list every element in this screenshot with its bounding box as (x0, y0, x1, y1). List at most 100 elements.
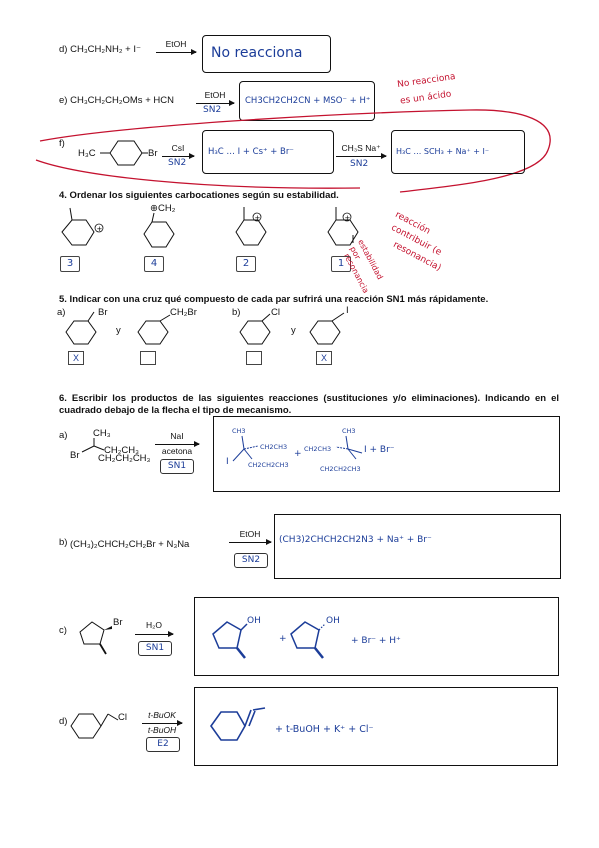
q5-mark-b1[interactable] (246, 351, 262, 365)
q6b-label: b) (59, 537, 68, 548)
q6a-answer-box: CH3 CH2CH3 CH2CH2CH3 I + CH3 CH2CH3 CH2C… (213, 416, 560, 492)
q4-answer-2[interactable]: 4 (144, 256, 164, 272)
reaction-f-second-arrow (336, 153, 387, 159)
q6b-condition: EtOH (239, 529, 261, 539)
q6c-mechanism-box[interactable]: SN1 (138, 641, 172, 656)
q6d-condition-bottom: t-BuOH (147, 725, 177, 735)
q6b-answer-box: (CH3)2CHCH2CH2N3 + Na⁺ + Br⁻ (274, 514, 561, 579)
q5-label-a: a) (57, 307, 66, 318)
q4-answer-3[interactable]: 2 (236, 256, 256, 272)
reaction-e-condition: EtOH (204, 90, 226, 100)
q6c-oh-2: OH (326, 616, 340, 626)
q6d-product (210, 707, 266, 741)
svg-text:+: + (255, 214, 261, 222)
q6a-mechanism-box[interactable]: SN1 (160, 459, 194, 474)
q6a-prod1-r2: CH2CH2CH3 (248, 461, 289, 469)
q5-mark-a2[interactable] (140, 351, 156, 365)
reaction-e-label: e) CH₃CH₂CH₂OMs + HCN (59, 95, 174, 106)
svg-text:+: + (97, 225, 103, 233)
reaction-d-condition: EtOH (165, 39, 187, 49)
q6c-answer-box: OH + OH + Br⁻ + H⁺ (194, 597, 559, 676)
q5-mark-b2[interactable]: X (316, 351, 332, 365)
q5-a2-molecule (137, 314, 171, 345)
q6a-tail: I + Br⁻ (364, 445, 395, 455)
q6d-substrate-cl: Cl (118, 712, 127, 723)
q6c-arrow (135, 631, 174, 637)
q6a-label: a) (59, 430, 68, 441)
reaction-e-answer: CH3CH2CH2CN + MSO⁻ + H⁺ (245, 96, 371, 106)
q6a-prod1-ch3: CH3 (232, 427, 246, 435)
q6a-prod1-i: I (226, 457, 229, 467)
q4-title: 4. Ordenar los siguientes carbocationes … (59, 190, 339, 201)
q5-connector-b: y (291, 325, 296, 336)
reaction-f-answer: H₃C … I + Cs⁺ + Br⁻ (208, 147, 294, 157)
q6b-reactants: (CH₃)₂CHCH₂CH₂Br + N₃Na (70, 539, 190, 550)
q6d-answer-box: + t-BuOH + K⁺ + Cl⁻ (194, 687, 558, 766)
q6d-mechanism-box[interactable]: E2 (146, 737, 180, 752)
q6a-prod2-ch3: CH3 (342, 427, 356, 435)
reaction-e-arrow (196, 100, 235, 106)
reaction-f-second-condition: CH₃S Na⁺ (341, 143, 381, 153)
q6a-skeleton (81, 438, 105, 453)
reaction-f-condition: CsI (171, 143, 185, 153)
q6a-arrow (155, 441, 200, 447)
reaction-d-arrow (156, 49, 197, 55)
q5-mark-a1[interactable]: X (68, 351, 84, 365)
q6c-product-2 (290, 621, 326, 659)
reaction-d-label: d) CH₃CH₂NH₂ + I⁻ (59, 44, 141, 55)
reaction-f-second-mechanism: SN2 (350, 159, 369, 169)
q5-b1-substituent: Cl (271, 307, 280, 318)
q5-b2-molecule (309, 312, 345, 345)
q4-cation-2 (143, 212, 175, 248)
q4-cation-2-label: ⊕CH₂ (150, 203, 176, 214)
q6c-product-1 (212, 621, 248, 659)
q4-cation-3: + (235, 207, 267, 246)
q5-b2-substituent: I (346, 305, 349, 316)
q5-label-b: b) (232, 307, 241, 318)
q4-cation-1: + (61, 207, 104, 246)
q6a-ch3: CH₃ (93, 428, 111, 439)
q5-title: 5. Indicar con una cruz qué compuesto de… (59, 294, 489, 305)
reaction-f-second-answer-box: H₃C … SCH₃ + Na⁺ + I⁻ (391, 130, 525, 174)
q6b-arrow (229, 539, 272, 545)
q5-a2-substituent: CH₂Br (170, 307, 197, 318)
reaction-d-reactants: CH₃CH₂NH₂ + I⁻ (70, 44, 141, 55)
q5-a1-molecule (65, 311, 97, 345)
reaction-f-reactant-right: Br (148, 148, 158, 159)
q6c-substrate-br: Br (113, 617, 123, 628)
reaction-e-reactants: CH₃CH₂CH₂OMs + HCN (70, 95, 174, 106)
q5-connector-a: y (116, 325, 121, 336)
q6b-answer: (CH3)2CHCH2CH2N3 + Na⁺ + Br⁻ (279, 535, 432, 545)
q6a-condition-bottom: acetona (161, 446, 193, 456)
q6a-r1: CH₂CH₃ (104, 445, 139, 456)
q6a-condition-top: NaI (170, 431, 184, 441)
q4-answer-4[interactable]: 1 (331, 256, 351, 272)
q5-b1-molecule (239, 313, 271, 345)
reaction-f-mechanism: SN2 (168, 158, 187, 168)
reaction-e-mechanism: SN2 (203, 105, 222, 115)
reaction-f-reactant-left: H₃C (78, 148, 96, 159)
q6d-label: d) (59, 716, 68, 727)
reaction-f-arrow (162, 153, 195, 159)
q6d-substrate (70, 713, 119, 739)
q6d-arrow (142, 720, 183, 726)
reaction-e-answer-box: CH3CH2CH2CN + MSO⁻ + H⁺ (239, 81, 375, 121)
reaction-f-label: f) (59, 138, 65, 149)
svg-text:+: + (345, 214, 351, 222)
q6-title-line1: 6. Escribir los productos de las siguien… (59, 393, 559, 404)
q6d-condition-top: t-BuOK (148, 710, 176, 720)
q6a-br: Br (70, 450, 80, 461)
q6c-condition: H₂O (145, 620, 163, 630)
q6c-substrate (79, 621, 112, 655)
q4-answer-1[interactable]: 3 (60, 256, 80, 272)
reaction-f-answer-box: H₃C … I + Cs⁺ + Br⁻ (202, 130, 334, 174)
q6a-prod2-r1: CH2CH3 (304, 445, 332, 453)
q6d-tail: + t-BuOH + K⁺ + Cl⁻ (275, 724, 374, 735)
q6c-plus: + (279, 634, 287, 644)
q6a-plus: + (294, 449, 302, 459)
q6b-mechanism-box[interactable]: SN2 (234, 553, 268, 568)
q4-cation-4: + (327, 207, 359, 246)
reaction-f-cyclohexane (100, 140, 148, 166)
reaction-f-second-answer: H₃C … SCH₃ + Na⁺ + I⁻ (396, 147, 490, 156)
